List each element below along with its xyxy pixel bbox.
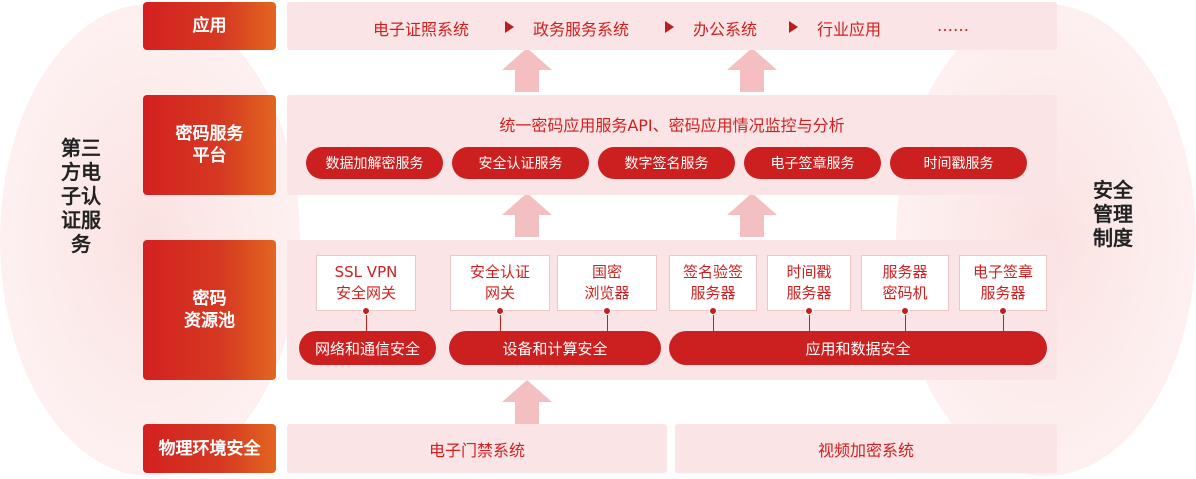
platform-layer-label: 密码服务 平台: [143, 95, 276, 195]
connector-dot: [901, 307, 909, 315]
up-arrow-icon: [727, 193, 777, 237]
application-item: 办公系统: [693, 20, 758, 39]
triangle-arrow-icon: [789, 21, 798, 33]
physical-system-panel: 视频加密系统: [675, 424, 1057, 473]
connector-line: [713, 311, 714, 331]
application-item: 电子证照系统: [373, 20, 470, 39]
platform-heading: 统一密码应用服务API、密码应用情况监控与分析: [499, 116, 845, 135]
connector-dot: [709, 307, 717, 315]
service-pill: 电子签章服务: [744, 147, 881, 179]
pool-node: 电子签章 服务器: [959, 255, 1047, 311]
up-arrow-icon: [727, 48, 777, 92]
application-panel: 电子证照系统 政务服务系统 办公系统 行业应用 ……: [287, 2, 1057, 50]
pool-node: 服务器 密码机: [861, 255, 949, 311]
physical-layer-label: 物理环境安全: [143, 424, 276, 473]
connector-line: [366, 311, 367, 331]
connector-dot: [805, 307, 813, 315]
security-group-bar: 网络和通信安全: [299, 331, 436, 365]
security-group-bar: 设备和计算安全: [449, 331, 661, 365]
application-item: ……: [937, 16, 969, 35]
pool-node: 安全认证 网关: [450, 255, 550, 311]
connector-line: [809, 311, 810, 331]
resource-pool-panel: SSL VPN 安全网关 安全认证 网关 国密 浏览器 签名验签 服务器 时间戳…: [287, 240, 1057, 380]
security-management-label: 安全管理制度: [1093, 178, 1133, 250]
third-party-certification-label: 第三方电子认证服务: [61, 136, 101, 256]
triangle-arrow-icon: [505, 21, 514, 33]
service-pill: 数字签名服务: [598, 147, 735, 179]
resource-pool-layer-label: 密码 资源池: [143, 240, 276, 380]
application-layer-label: 应用: [143, 2, 276, 50]
connector-dot: [603, 307, 611, 315]
service-pill: 时间戳服务: [890, 147, 1027, 179]
security-group-bar: 应用和数据安全: [669, 331, 1047, 365]
triangle-arrow-icon: [665, 21, 674, 33]
application-item: 行业应用: [817, 20, 882, 39]
platform-panel: 统一密码应用服务API、密码应用情况监控与分析 数据加解密服务 安全认证服务 数…: [287, 95, 1057, 195]
up-arrow-icon: [502, 380, 552, 424]
application-item: 政务服务系统: [533, 20, 630, 39]
connector-line: [607, 311, 608, 331]
pool-node: 时间戳 服务器: [767, 255, 851, 311]
up-arrow-icon: [502, 48, 552, 92]
pool-node: SSL VPN 安全网关: [316, 255, 416, 311]
connector-line: [905, 311, 906, 331]
connector-dot: [362, 307, 370, 315]
service-pill: 数据加解密服务: [306, 147, 443, 179]
connector-dot: [999, 307, 1007, 315]
up-arrow-icon: [502, 193, 552, 237]
service-pill: 安全认证服务: [452, 147, 589, 179]
connector-dot: [496, 307, 504, 315]
pool-node: 国密 浏览器: [557, 255, 657, 311]
connector-line: [1003, 311, 1004, 331]
connector-line: [500, 311, 501, 331]
pool-node: 签名验签 服务器: [669, 255, 757, 311]
physical-system-panel: 电子门禁系统: [287, 424, 667, 473]
